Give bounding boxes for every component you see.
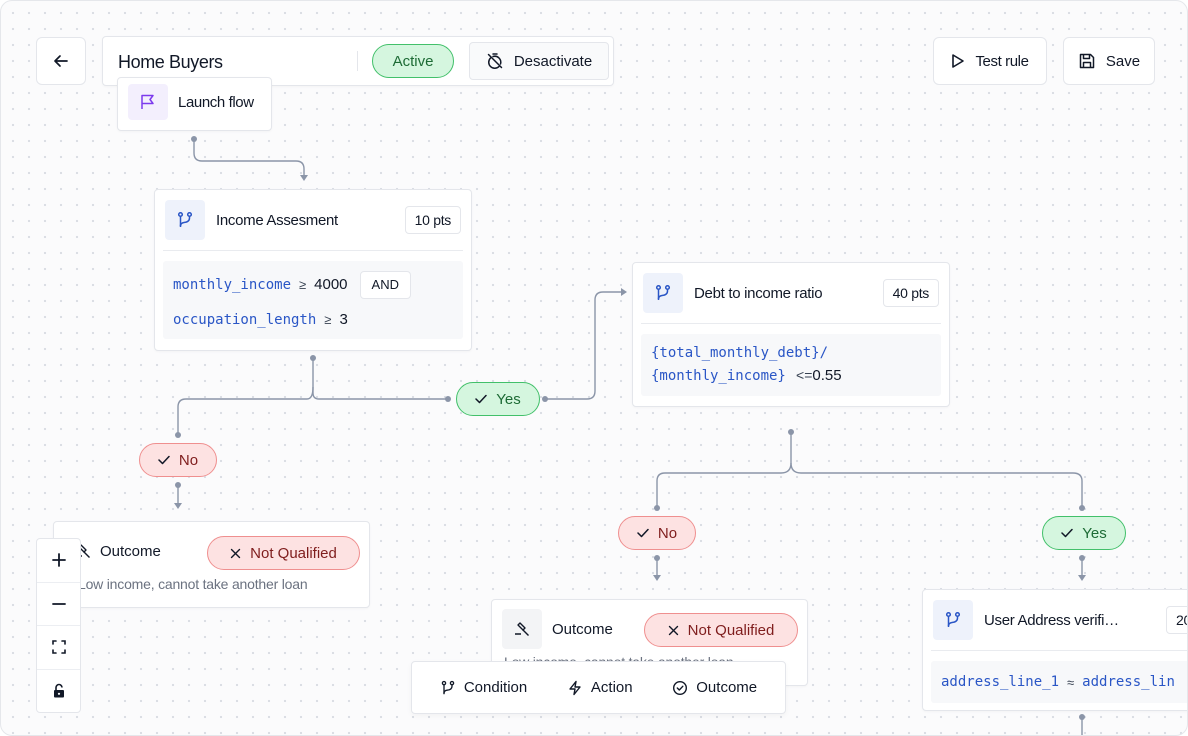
gavel-icon <box>502 609 542 649</box>
no-label: No <box>657 524 678 542</box>
save-button[interactable]: Save <box>1063 37 1155 85</box>
branch-icon <box>441 680 455 694</box>
save-label: Save <box>1105 52 1141 70</box>
condition-operator: ≈ <box>1067 674 1075 690</box>
condition-operator: <= <box>796 367 813 383</box>
condition-operator: ≥ <box>324 312 332 327</box>
condition-block[interactable]: {total_monthly_debt}/ {monthly_income} <… <box>641 334 941 396</box>
node-title: User Address verifi… <box>984 611 1119 629</box>
test-rule-button[interactable]: Test rule <box>933 37 1047 85</box>
zoom-out-button[interactable] <box>37 583 80 626</box>
divider <box>163 250 463 251</box>
divider <box>931 650 1187 651</box>
and-joiner[interactable]: AND <box>359 270 411 299</box>
timer-off-icon <box>487 53 503 69</box>
condition-block[interactable]: address_line_1 ≈ address_lin <box>931 661 1187 703</box>
lock-icon <box>53 684 64 698</box>
condition-field: monthly_income <box>173 276 292 293</box>
divider <box>357 51 358 71</box>
condition-label: Condition <box>463 679 528 696</box>
minus-icon <box>51 602 66 605</box>
branch-icon <box>933 600 973 640</box>
status-badge: Active <box>372 44 454 78</box>
outcome-node-left[interactable]: Outcome Not Qualified Low income, cannot… <box>53 521 370 608</box>
badge-label: Not Qualified <box>687 621 775 639</box>
condition-field: address_line_1 <box>941 674 1060 690</box>
lightning-icon <box>569 680 581 695</box>
divider <box>641 323 941 324</box>
no-label: No <box>178 451 199 469</box>
debt-to-income-node[interactable]: Debt to income ratio 40 pts {total_month… <box>632 262 950 407</box>
outcome-title: Outcome <box>100 542 161 560</box>
yes-label: Yes <box>496 390 521 408</box>
yes-label: Yes <box>1082 524 1107 542</box>
deactivate-button[interactable]: Desactivate <box>469 42 609 80</box>
zoom-in-button[interactable] <box>37 539 80 583</box>
check-icon <box>158 455 170 465</box>
rule-header-bar: Home Buyers Active Desactivate <box>102 36 614 86</box>
close-icon <box>668 625 678 635</box>
action-label: Action <box>590 679 633 696</box>
node-title: Debt to income ratio <box>694 284 823 302</box>
condition-value: 0.55 <box>812 367 842 384</box>
launch-flow-node[interactable]: Launch flow <box>117 77 272 131</box>
check-circle-icon <box>673 680 688 695</box>
branch-icon <box>643 273 683 313</box>
address-verification-node[interactable]: User Address verifi… 20 address_line_1 ≈… <box>922 589 1187 711</box>
income-assessment-node[interactable]: Income Assesment 10 pts monthly_income ≥… <box>154 189 472 351</box>
plus-icon <box>51 553 66 568</box>
condition-value: 3 <box>339 311 348 328</box>
check-icon <box>637 528 649 538</box>
rule-name[interactable]: Home Buyers <box>118 52 223 72</box>
outcome-description: Low income, cannot take another loan <box>78 576 308 592</box>
branch-icon <box>165 200 205 240</box>
no-branch-pill[interactable]: No <box>139 443 217 477</box>
lock-button[interactable] <box>37 670 80 714</box>
save-icon <box>1079 53 1095 69</box>
points-badge: 40 pts <box>882 279 939 307</box>
expression-line: {total_monthly_debt}/ <box>651 345 829 361</box>
add-condition-button[interactable]: Condition <box>440 679 527 696</box>
flag-icon <box>128 84 168 120</box>
node-palette: Condition Action Outcome <box>411 661 786 714</box>
fit-view-button[interactable] <box>37 626 80 670</box>
points-badge: 10 pts <box>404 206 461 234</box>
add-outcome-button[interactable]: Outcome <box>672 679 757 696</box>
node-title: Income Assesment <box>216 211 338 229</box>
play-icon <box>952 54 965 68</box>
arrow-left-icon <box>54 55 68 67</box>
not-qualified-badge[interactable]: Not Qualified <box>207 536 360 570</box>
condition-operator: ≥ <box>299 277 307 292</box>
yes-branch-pill[interactable]: Yes <box>1042 516 1126 550</box>
deactivate-label: Desactivate <box>513 52 593 70</box>
condition-value: 4000 <box>314 276 348 293</box>
not-qualified-badge[interactable]: Not Qualified <box>644 613 798 647</box>
add-action-button[interactable]: Action <box>567 679 633 696</box>
back-button[interactable] <box>36 37 86 85</box>
yes-branch-pill[interactable]: Yes <box>456 382 540 416</box>
condition-block[interactable]: monthly_income ≥ 4000 AND occupation_len… <box>163 261 463 339</box>
fit-view-icon <box>51 640 66 655</box>
no-branch-pill[interactable]: No <box>618 516 696 550</box>
close-icon <box>230 548 241 558</box>
launch-flow-title: Launch flow <box>178 94 254 111</box>
badge-label: Not Qualified <box>250 544 337 562</box>
outcome-title: Outcome <box>552 620 613 638</box>
outcome-label: Outcome <box>696 679 758 696</box>
expression-line: {monthly_income} <box>651 368 786 384</box>
test-rule-label: Test rule <box>975 52 1029 70</box>
zoom-controls <box>36 538 81 713</box>
condition-field: occupation_length <box>173 311 317 328</box>
points-badge: 20 <box>1166 606 1187 634</box>
check-icon <box>1061 528 1073 538</box>
check-icon <box>475 394 487 404</box>
condition-field: address_lin <box>1082 674 1175 690</box>
